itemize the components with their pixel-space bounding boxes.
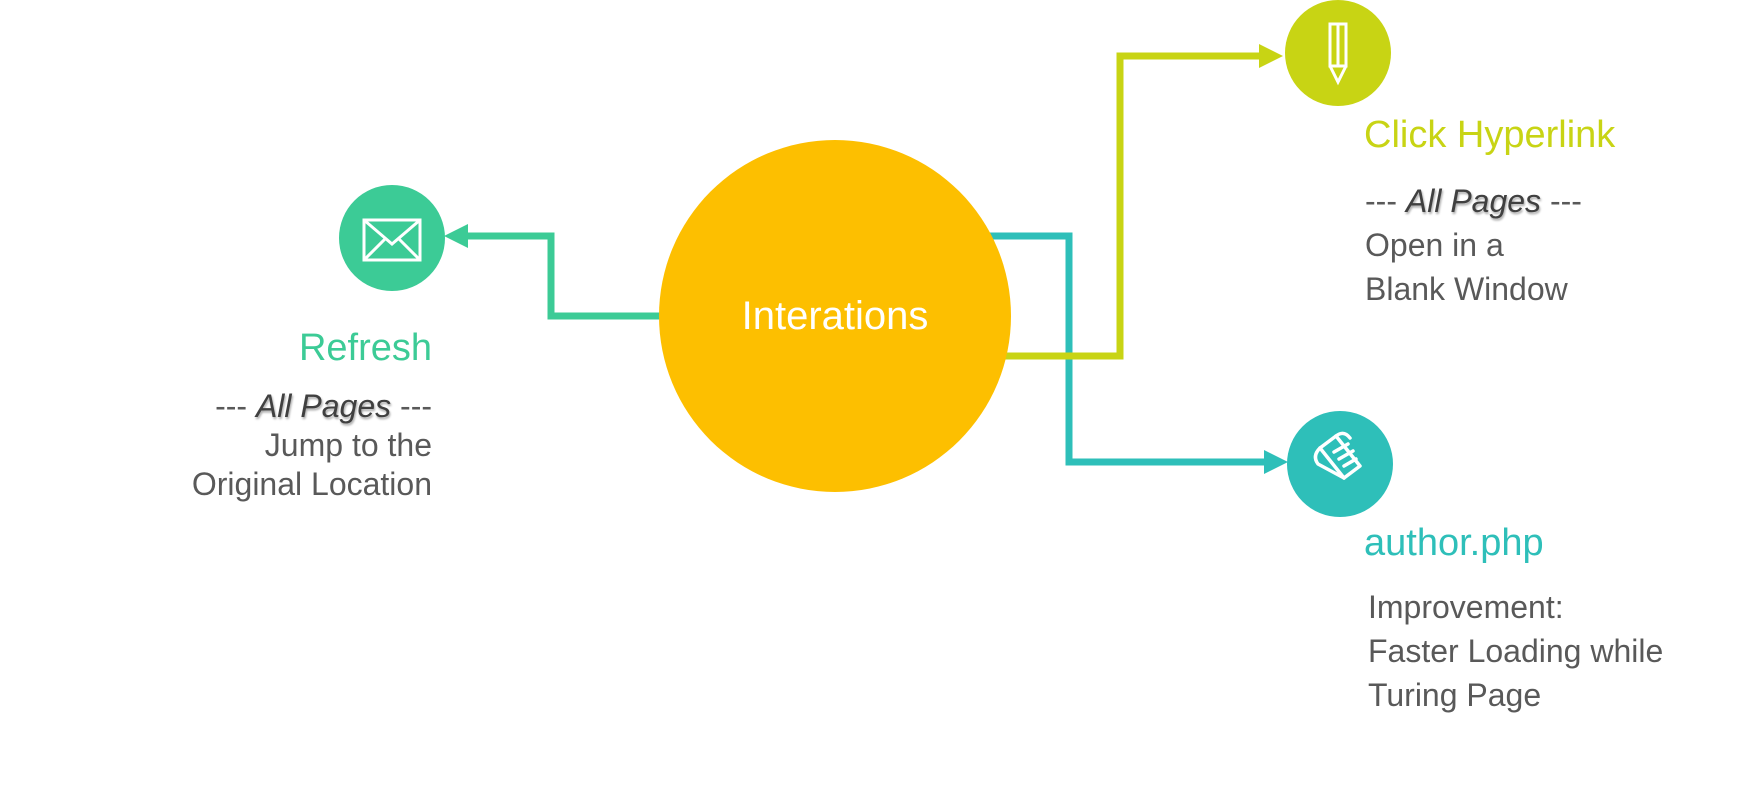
click-hyperlink-line-2: Blank Window [1365,271,1568,307]
click-hyperlink-title: Click Hyperlink [1364,114,1616,156]
click-hyperlink-subtitle: --- All Pages --- [1365,181,1582,221]
author-php-line-3: Turing Page [1368,677,1542,713]
refresh-title: Refresh [298,327,432,369]
arrowhead-click-hyperlink [1259,44,1283,68]
refresh-line-1: Jump to the [264,427,432,463]
refresh-line-2: Original Location [191,466,432,502]
arrowhead-refresh [444,224,468,248]
connector-click-hyperlink [1000,52,1270,360]
subtitle-prefix: --- [215,388,256,424]
connector-author-php [990,232,1270,466]
scroll-icon [1313,431,1362,480]
node-refresh[interactable] [339,185,445,291]
subtitle-text: All Pages [255,388,392,424]
author-php-title: author.php [1364,522,1544,564]
connector-refresh [462,232,660,320]
click-hyperlink-line-1: Open in a [1365,227,1504,263]
node-author-php[interactable] [1287,411,1393,517]
author-php-line-2: Faster Loading while [1368,633,1664,669]
subtitle-suffix: --- [1541,183,1582,219]
author-php-line-1: Improvement: [1368,589,1564,625]
pencil-icon [1328,22,1348,86]
arrowhead-author-php [1264,450,1288,474]
envelope-icon [362,218,422,262]
subtitle-suffix: --- [391,388,432,424]
center-node [659,140,1011,492]
center-label: Interations [741,294,929,338]
subtitle-text: All Pages [1405,183,1542,219]
refresh-subtitle: --- All Pages --- [150,386,432,426]
subtitle-prefix: --- [1365,183,1406,219]
node-click-hyperlink[interactable] [1285,0,1391,106]
